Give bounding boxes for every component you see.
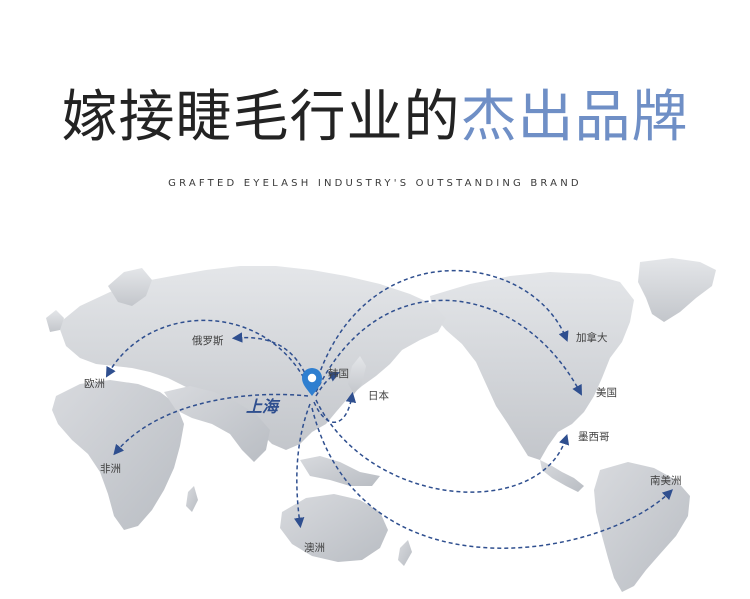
land-eurasia (58, 266, 446, 450)
route-south-america (311, 407, 674, 549)
land-southeast-asia (300, 456, 380, 486)
location-pin-icon (302, 368, 322, 396)
label-australia: 澳洲 (304, 541, 325, 554)
title-main: 嫁接睫毛行业的 (61, 85, 461, 150)
label-usa: 美国 (596, 386, 617, 399)
destination-labels: 俄罗斯 欧洲 非洲 韩国 日本 澳洲 加拿大 美国 墨西哥 南美洲 (84, 331, 682, 554)
route-japan (313, 391, 357, 423)
label-origin-shanghai: 上海 (246, 397, 281, 416)
land-madagascar (186, 486, 198, 512)
land-greenland (638, 258, 716, 322)
landmasses (46, 258, 716, 592)
land-north-america (430, 272, 634, 460)
land-central-america (540, 460, 584, 492)
label-africa: 非洲 (100, 463, 121, 475)
land-scandinavia (108, 268, 152, 306)
route-europe (105, 319, 311, 391)
land-australia (280, 494, 388, 562)
title-accent: 杰出品牌 (460, 85, 689, 150)
land-new-zealand (398, 540, 412, 566)
land-uk (46, 310, 64, 332)
land-japan (348, 356, 366, 394)
route-africa (113, 393, 309, 456)
land-africa (52, 380, 184, 530)
route-australia (293, 403, 311, 529)
land-south-asia (164, 386, 270, 462)
page-subtitle: GRAFTED EYELASH INDUSTRY'S OUTSTANDING B… (168, 178, 582, 189)
label-korea: 韩国 (328, 367, 349, 380)
route-korea (315, 372, 340, 397)
label-canada: 加拿大 (576, 331, 608, 344)
label-mexico: 墨西哥 (578, 431, 610, 443)
label-japan: 日本 (368, 389, 389, 402)
label-south-america: 南美洲 (650, 474, 682, 487)
routes (105, 269, 674, 549)
route-russia (231, 332, 313, 393)
route-mexico (315, 399, 570, 493)
label-russia: 俄罗斯 (192, 334, 224, 347)
page-title: 嫁接睫毛行业的杰出品牌 (0, 86, 750, 150)
label-europe: 欧洲 (84, 378, 105, 390)
route-usa (315, 299, 582, 396)
